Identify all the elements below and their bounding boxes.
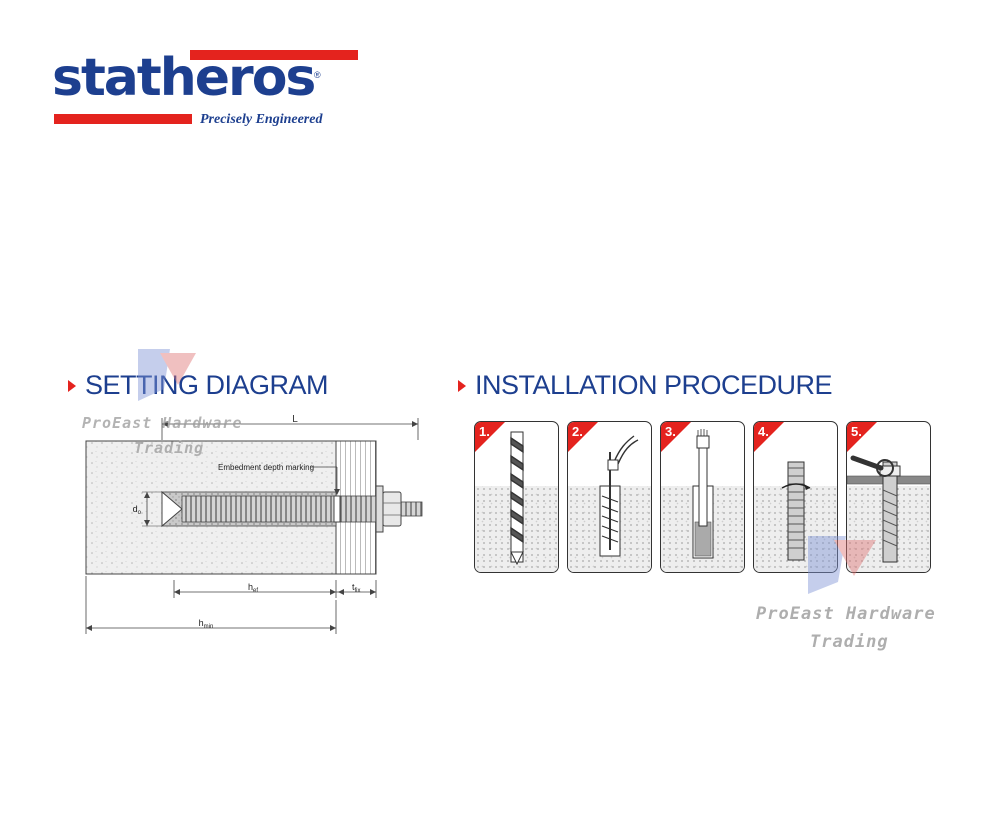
step-badge: [754, 422, 784, 452]
statheros-logo: statheros ® Precisely Engineered: [52, 44, 358, 136]
logo-wordmark: statheros: [52, 48, 316, 108]
embedment-mark: [333, 495, 341, 523]
installation-step-1: 1.: [474, 421, 559, 573]
watermark-text-3: ProEast Hardware: [756, 604, 936, 624]
rod-tip: [161, 490, 183, 528]
setting-diagram-title: SETTING DIAGRAM: [85, 370, 329, 400]
inject-adhesive-icon: [692, 429, 714, 559]
tfix-label: tfix: [352, 582, 361, 594]
logo-red-bar-top: [190, 50, 358, 60]
step-badge: [475, 422, 505, 452]
logo-registered-mark: ®: [314, 70, 321, 80]
watermark-text-1: ProEast Hardware: [82, 414, 243, 432]
logo-tagline: Precisely Engineered: [200, 112, 323, 127]
blow-out-brush-icon: [599, 435, 639, 557]
installation-procedure-title: INSTALLATION PROCEDURE: [475, 370, 833, 400]
installation-step-3: 3.: [660, 421, 745, 573]
hmin-label: hmin: [199, 618, 214, 630]
section-arrow-icon: [458, 379, 466, 392]
threaded-rod: [181, 495, 379, 523]
hex-nut: [382, 491, 402, 527]
step-number: 3.: [665, 424, 676, 439]
watermark-text-4: Trading: [810, 632, 889, 652]
logo-red-bar-bottom: [54, 114, 192, 124]
installation-step-5: 5.: [846, 421, 931, 573]
step-number: 4.: [758, 424, 769, 439]
section-arrow-icon: [68, 379, 76, 392]
step-badge: [568, 422, 598, 452]
hef-label: hef: [248, 582, 258, 594]
washer: [375, 485, 384, 533]
watermark-text-2: Trading: [134, 439, 205, 457]
watermark-logo-icon: [800, 530, 880, 600]
installation-step-2: 2.: [567, 421, 652, 573]
length-label: L: [292, 414, 298, 425]
step-badge: [661, 422, 691, 452]
step-badge: [847, 422, 877, 452]
step-number: 1.: [479, 424, 490, 439]
insert-rod-icon: [781, 461, 811, 561]
embedment-label: Embedment depth marking: [218, 463, 314, 472]
watermark-logo-icon: [130, 345, 200, 405]
step-number: 5.: [851, 424, 862, 439]
installation-procedure-header: INSTALLATION PROCEDURE: [458, 370, 833, 401]
installation-step-4: 4.: [753, 421, 838, 573]
step-number: 2.: [572, 424, 583, 439]
drill-bit-icon: [510, 431, 524, 566]
setting-diagram-header: SETTING DIAGRAM: [68, 370, 329, 401]
diameter-label: do: [133, 504, 142, 516]
tighten-nut-icon: [847, 455, 930, 563]
